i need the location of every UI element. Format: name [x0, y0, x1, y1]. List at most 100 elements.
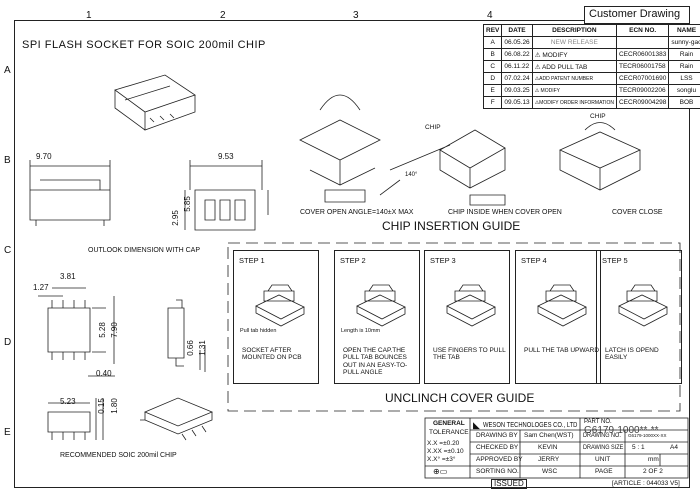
soic-top-view [38, 287, 115, 377]
page: 2 OF 2 [643, 468, 663, 475]
page-label: PAGE [595, 468, 613, 475]
sorting-no: WSC [542, 468, 558, 475]
step-illustration [446, 284, 496, 327]
logo-icon: ◣ [473, 420, 480, 430]
title-block-grid [424, 417, 689, 479]
grid-row-c: C [4, 245, 12, 256]
step-label: STEP 5 [602, 256, 628, 265]
customer-drawing-box: Customer Drawing [584, 6, 690, 24]
insertion-sketch-3 [559, 122, 641, 191]
dim-lead: 0.40 [96, 369, 112, 378]
company-name: WESON TECHNOLOGES CO., LTD [483, 420, 578, 429]
step-label: STEP 4 [521, 256, 547, 265]
drawing-by-label: DRAWING BY [476, 432, 518, 439]
dim-h1: 0.66 [185, 340, 195, 356]
article-number: [ARTICLE : 044033 V5] [612, 480, 680, 487]
part-no-label: PART NO. [584, 419, 612, 425]
grid-col-3: 3 [353, 10, 359, 21]
tol-1: X.X =±0.20 [427, 440, 460, 447]
tol-3: X.X° =±3° [427, 456, 456, 463]
dim-height1: 5.85 [182, 196, 192, 212]
drawing-size: A4 [670, 444, 678, 451]
approved-by: JERRY [538, 456, 560, 463]
issued-stamp: ISSUED [491, 479, 527, 489]
outlook-label: OUTLOOK DIMENSION WITH CAP [88, 247, 201, 254]
step-illustration [537, 284, 587, 327]
drawing-frame [14, 20, 690, 488]
insertion-sketch-2 [379, 129, 506, 206]
step-description: LATCH IS OPEND EASILY [605, 347, 659, 362]
dim-side-width: 9.53 [218, 152, 234, 161]
revision-cell: BOB [668, 96, 700, 109]
drawing-scale: 5 : 1 [632, 444, 645, 451]
step-description: OPEN THE CAP.THE PULL TAB BOUNCES OUT IN… [343, 347, 408, 377]
step-note: Pull tab hidden [240, 328, 277, 334]
dim-span: 3.81 [60, 272, 76, 281]
step-note: Length is 10mm [341, 328, 381, 334]
tol-2: X.XX =±0.10 [427, 448, 464, 455]
general-label: GENERAL [433, 420, 465, 427]
soic-iso-view [140, 397, 214, 441]
projection-symbol-icon: ⊕▭ [433, 467, 448, 476]
approved-by-label: APPROVED BY [476, 456, 523, 463]
insertion-sketch-1 [299, 94, 381, 203]
unclinch-step-1: STEP 1 Pull tab hidden SOCKET AFTER MOUN… [233, 250, 319, 384]
insertion-guide-title: CHIP INSERTION GUIDE [382, 219, 521, 233]
unit-label: UNIT [595, 456, 611, 463]
step-description: PULL THE TAB UPWARD [524, 347, 600, 354]
soic-side-view [167, 299, 206, 372]
drawing-no: G6179-1000XX-XX [628, 433, 667, 438]
grid-col-4: 4 [487, 10, 493, 21]
customer-drawing-label: Customer Drawing [589, 8, 681, 20]
outlook-side-view [184, 160, 269, 231]
step-illustration [255, 284, 305, 327]
dim-t2: 1.80 [109, 398, 119, 414]
step-illustration [618, 284, 668, 327]
drawing-title: SPI FLASH SOCKET FOR SOIC 200mil CHIP [22, 39, 266, 51]
drawing-by: Sam Chen(WST) [524, 432, 574, 439]
insertion-caption-1: COVER OPEN ANGLE=140±X MAX [300, 209, 414, 216]
insertion-caption-3: COVER CLOSE [612, 209, 663, 216]
angle-label: 140° [405, 172, 418, 178]
part-no: G6179-1000**-** [584, 425, 659, 436]
drawing-no-label: DRAWING NO. [583, 432, 621, 439]
grid-row-e: E [4, 427, 11, 438]
step-label: STEP 1 [239, 256, 265, 265]
step-illustration [356, 284, 406, 327]
step-label: STEP 2 [340, 256, 366, 265]
sorting-no-label: SORTING NO. [476, 468, 519, 475]
chip-callout-2: CHIP [590, 113, 606, 120]
grid-col-2: 2 [220, 10, 226, 21]
revision-cell: F [482, 96, 503, 109]
dim-height2: 2.95 [170, 210, 180, 226]
revision-cell: 09.05.13 [501, 96, 533, 109]
drawing-size-label: DRAWING SIZE [583, 444, 624, 451]
grid-row-b: B [4, 155, 11, 166]
unclinch-step-3: STEP 3 USE FINGERS TO PULL THE TAB [424, 250, 510, 384]
unclinch-step-4: STEP 4 PULL THE TAB UPWARD [515, 250, 601, 384]
step-description: SOCKET AFTER MOUNTED ON PCB [242, 347, 302, 362]
dim-overall: 7.90 [109, 322, 119, 338]
unclinch-step-2: STEP 2 Length is 10mm OPEN THE CAP.THE P… [334, 250, 420, 384]
unclinch-guide-box [227, 242, 681, 412]
dim-t1: 0.15 [96, 398, 106, 414]
unclinch-step-5: STEP 5 LATCH IS OPEND EASILY [596, 250, 682, 384]
grid-row-d: D [4, 337, 12, 348]
step-description: USE FINGERS TO PULL THE TAB [433, 347, 506, 362]
chip-callout-1: CHIP [425, 124, 441, 131]
chip-label: RECOMMENDED SOIC 200mil CHIP [60, 452, 177, 459]
grid-row-a: A [4, 65, 11, 76]
tolerance-label: TOLERANCE [429, 429, 469, 436]
checked-by: KEVIN [538, 444, 558, 451]
dim-body: 5.28 [97, 322, 107, 338]
revision-cell: B [482, 48, 503, 61]
dim-len: 5.23 [60, 397, 76, 406]
dim-top-width: 9.70 [36, 152, 52, 161]
